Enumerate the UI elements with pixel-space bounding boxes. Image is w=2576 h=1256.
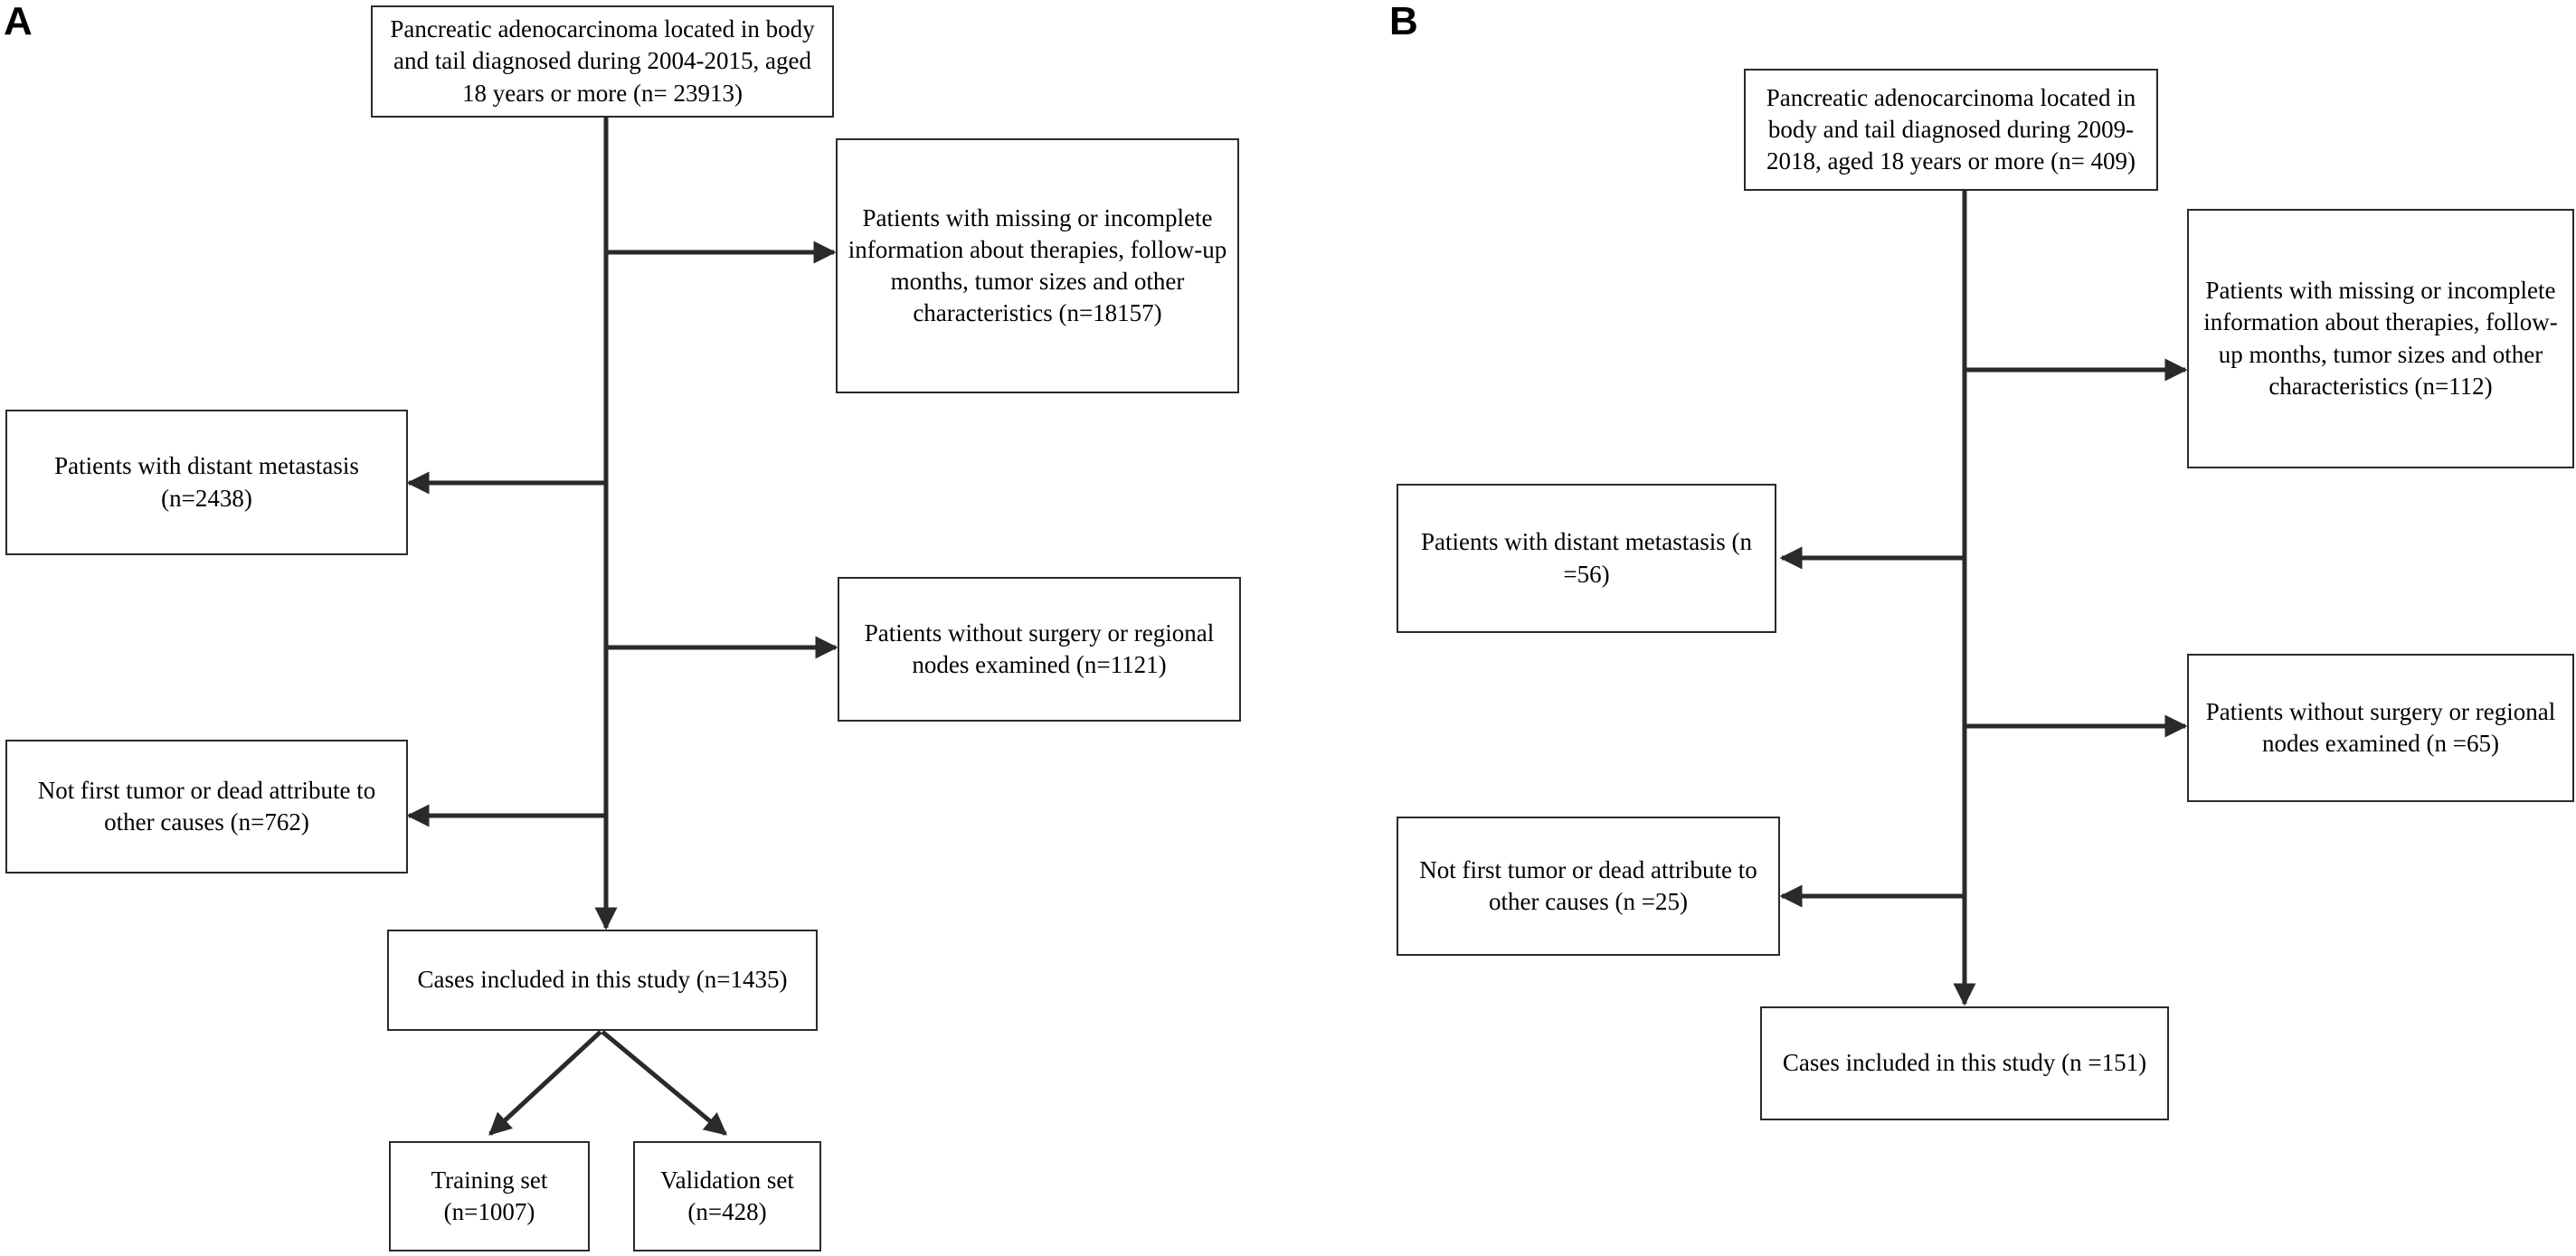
a-source-text: Pancreatic adenocarcinoma located in bod… bbox=[390, 15, 815, 107]
b-excluded-other-text: Not first tumor or dead attribute to oth… bbox=[1419, 855, 1757, 915]
b-excluded-metastasis-box: Patients with distant metastasis (n =56) bbox=[1397, 484, 1776, 633]
a-included-box: Cases included in this study (n=1435) bbox=[387, 930, 818, 1031]
a-validation-set-text: Validation set (n=428) bbox=[660, 1166, 794, 1225]
a-validation-set-box: Validation set (n=428) bbox=[633, 1141, 821, 1251]
a-arrow-to-training bbox=[488, 1030, 602, 1136]
b-source-text: Pancreatic adenocarcinoma located in bod… bbox=[1766, 83, 2136, 175]
a-excluded-metastasis-box: Patients with distant metastasis (n=2438… bbox=[5, 410, 408, 555]
b-excluded-surgery-text: Patients without surgery or regional nod… bbox=[2205, 697, 2556, 757]
a-excluded-missing-box: Patients with missing or incomplete info… bbox=[836, 138, 1239, 393]
b-excluded-other-box: Not first tumor or dead attribute to oth… bbox=[1397, 817, 1780, 956]
b-included-text: Cases included in this study (n =151) bbox=[1782, 1049, 2147, 1077]
panel-b-label: B bbox=[1389, 0, 1418, 43]
a-excluded-surgery-box: Patients without surgery or regional nod… bbox=[838, 577, 1241, 722]
a-excluded-surgery-text: Patients without surgery or regional nod… bbox=[864, 619, 1215, 678]
a-excluded-missing-text: Patients with missing or incomplete info… bbox=[848, 203, 1227, 327]
a-included-text: Cases included in this study (n=1435) bbox=[417, 966, 788, 994]
a-excluded-metastasis-text: Patients with distant metastasis (n=2438… bbox=[54, 452, 359, 512]
b-excluded-missing-box: Patients with missing or incomplete info… bbox=[2187, 209, 2574, 468]
b-excluded-missing-text: Patients with missing or incomplete info… bbox=[2203, 277, 2558, 400]
a-excluded-other-text: Not first tumor or dead attribute to oth… bbox=[37, 776, 376, 836]
a-training-set-text: Training set (n=1007) bbox=[431, 1166, 548, 1225]
b-excluded-metastasis-text: Patients with distant metastasis (n =56) bbox=[1421, 528, 1752, 588]
a-source-box: Pancreatic adenocarcinoma located in bod… bbox=[371, 5, 834, 118]
b-excluded-surgery-box: Patients without surgery or regional nod… bbox=[2187, 654, 2574, 802]
b-source-box: Pancreatic adenocarcinoma located in bod… bbox=[1744, 69, 2158, 191]
a-training-set-box: Training set (n=1007) bbox=[389, 1141, 590, 1251]
a-excluded-other-box: Not first tumor or dead attribute to oth… bbox=[5, 740, 408, 874]
a-arrow-to-validation bbox=[601, 1030, 727, 1136]
b-included-box: Cases included in this study (n =151) bbox=[1760, 1006, 2169, 1120]
panel-a-label: A bbox=[4, 0, 33, 43]
